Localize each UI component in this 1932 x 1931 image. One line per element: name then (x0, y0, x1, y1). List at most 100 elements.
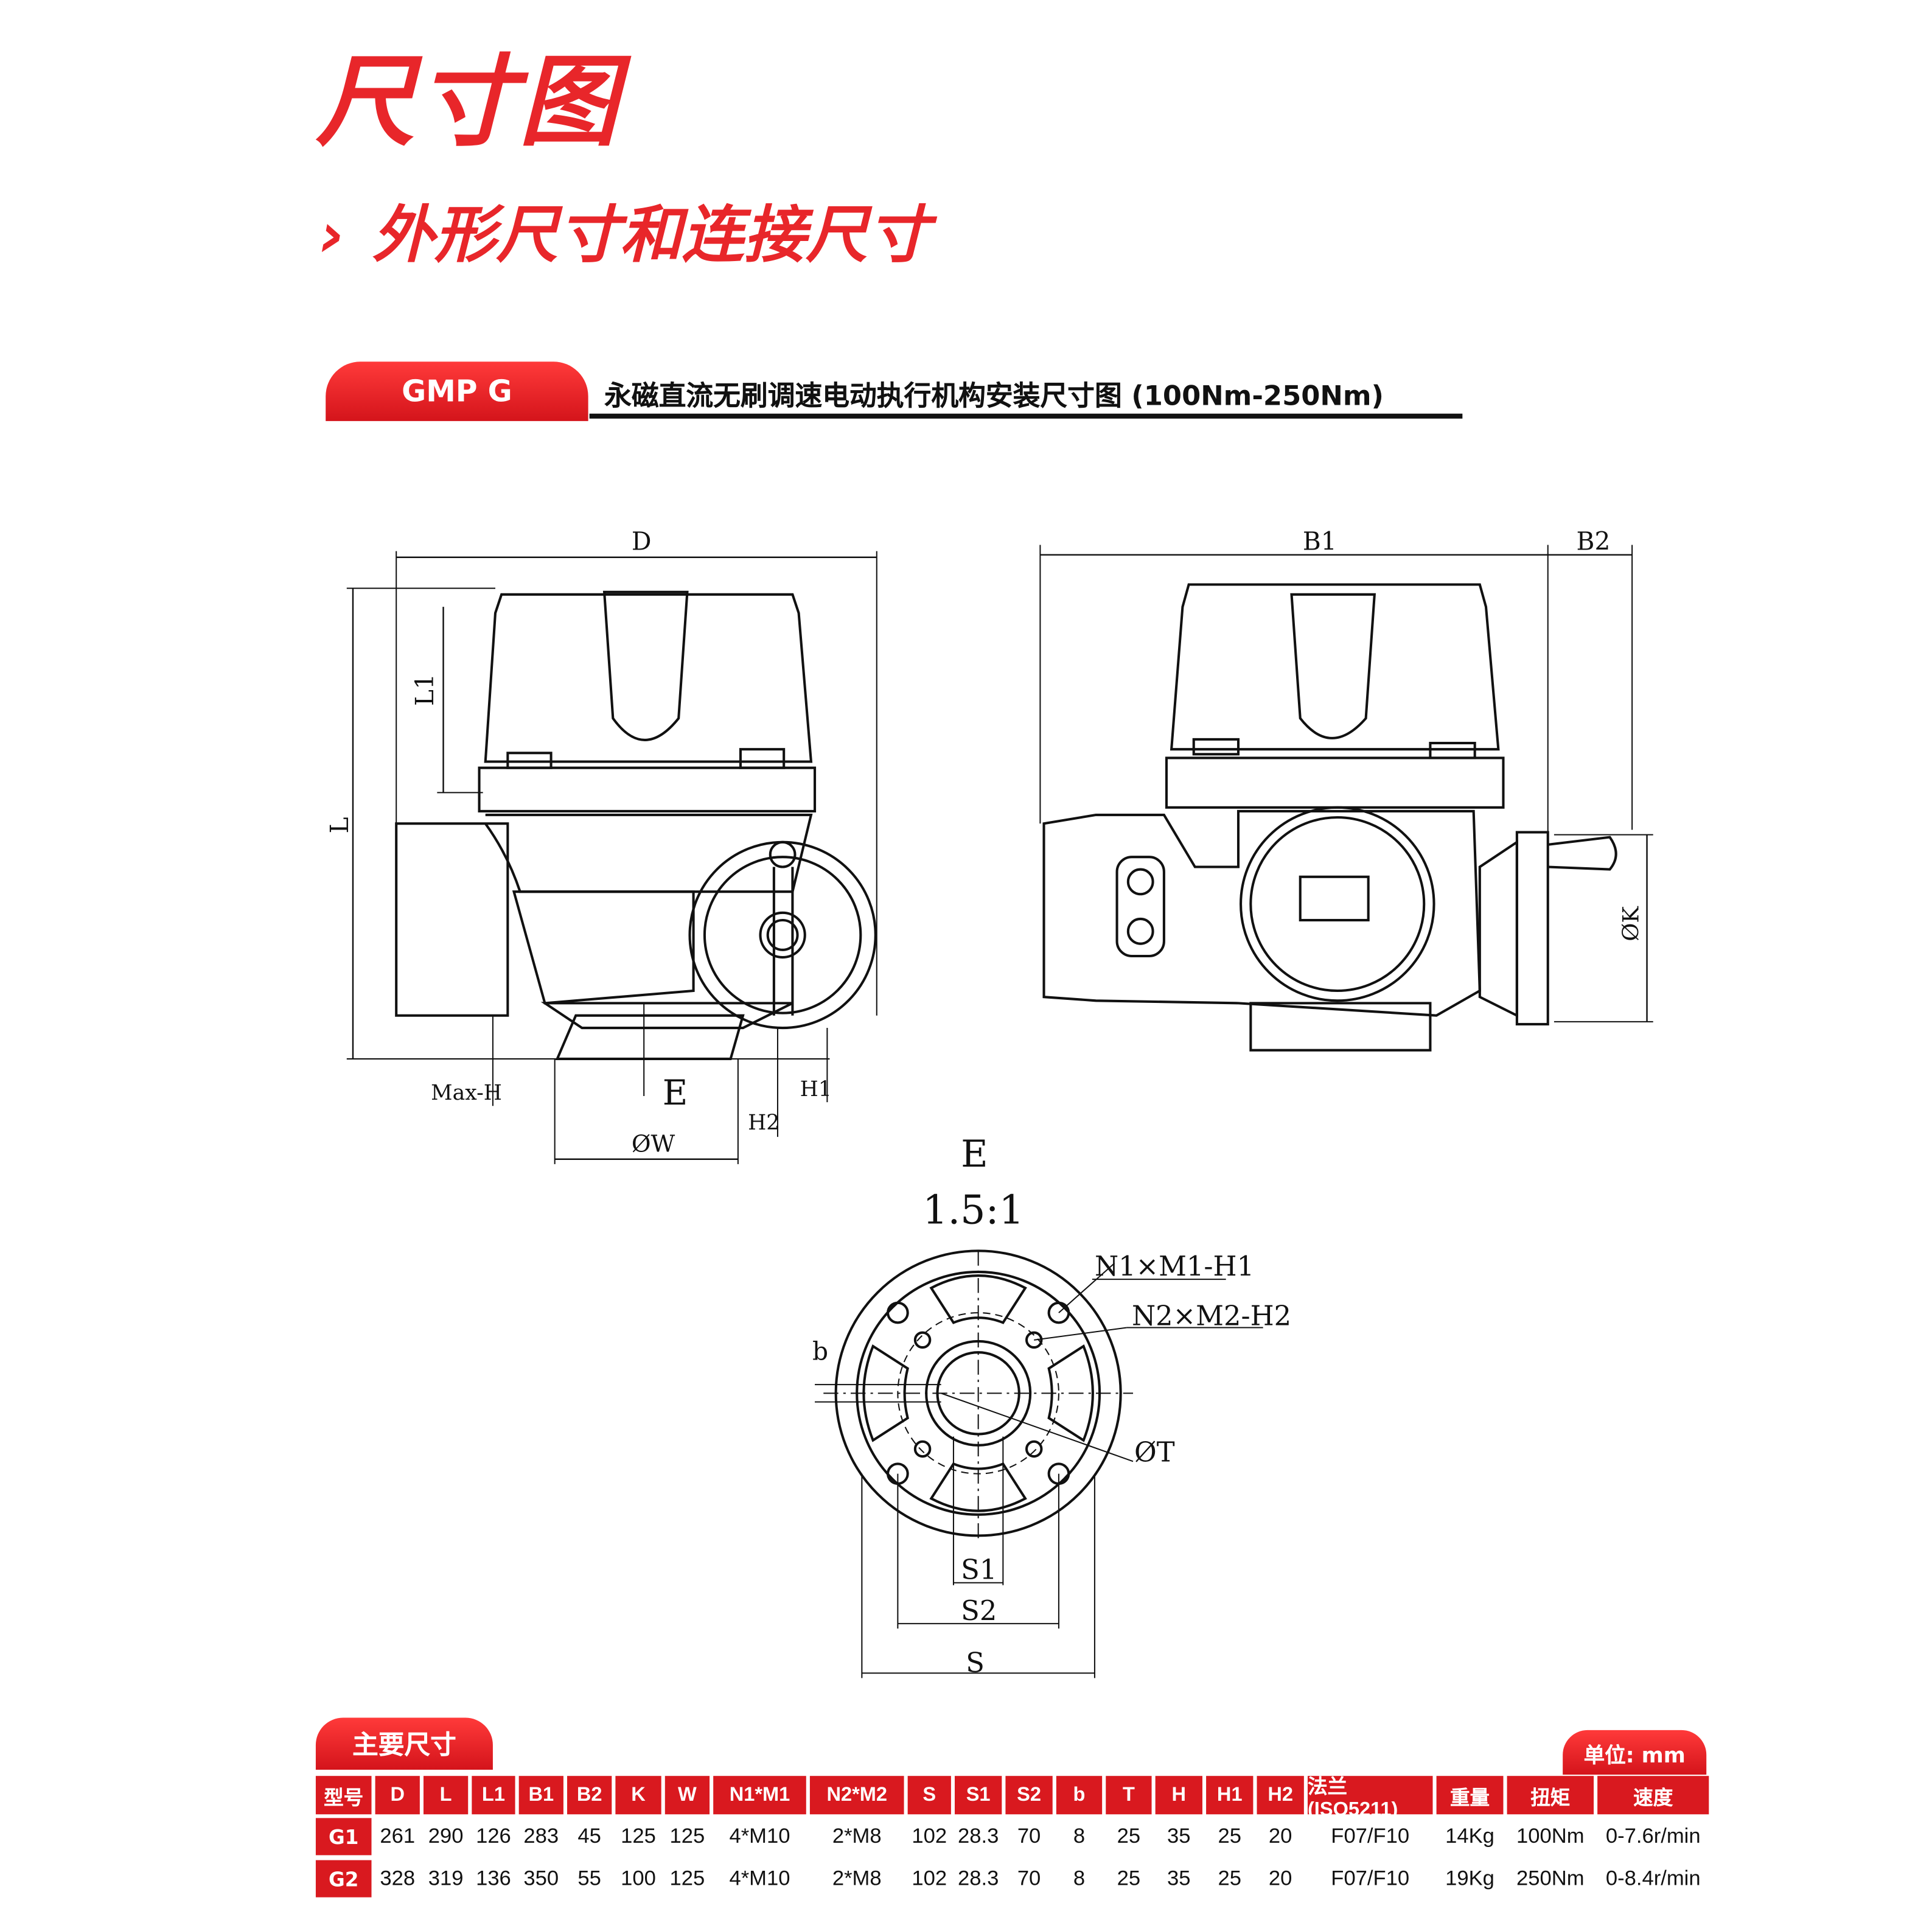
table-cell: 8 (1073, 1824, 1086, 1848)
table-cell: 25 (1218, 1866, 1241, 1890)
label-n2-m2-h2: N2×M2-H2 (1132, 1299, 1291, 1332)
table-cell: 0-8.4r/min (1605, 1866, 1701, 1890)
table-cell: 261 (380, 1824, 416, 1848)
table-cell: 4*M10 (729, 1824, 790, 1848)
drawing-caption: 永磁直流无刷调速电动执行机构安装尺寸图 (100Nm-250Nm) (604, 381, 1384, 413)
column-header: S1 (954, 1776, 1002, 1815)
dim-label-b1: B1 (1303, 527, 1337, 556)
table-title: 主要尺寸 (315, 1717, 493, 1770)
column-header: T (1106, 1776, 1152, 1815)
unit-label: 单位: mm (1563, 1730, 1707, 1775)
table-cell: 290 (428, 1824, 464, 1848)
table-cell: 19Kg (1445, 1866, 1494, 1890)
table-cell: 100 (621, 1866, 656, 1890)
table-cell: 8 (1073, 1866, 1086, 1890)
dim-label-e: E (663, 1073, 688, 1113)
table-cell: 70 (1017, 1866, 1041, 1890)
table-cell: 28.3 (957, 1866, 999, 1890)
table-cell: 70 (1017, 1824, 1041, 1848)
column-header: 扭矩 (1507, 1776, 1594, 1815)
dim-label-s: S (966, 1646, 985, 1678)
table-cell: 25 (1218, 1824, 1241, 1848)
table-cell: 28.3 (957, 1824, 999, 1848)
flange-view: E 1.5:1 N1×M1-H1 N2×M2-H2 b ØT S1 (812, 1133, 1291, 1678)
dim-label-max-h: Max-H (431, 1081, 502, 1105)
column-header: B2 (567, 1776, 612, 1815)
label-n1-m1-h1: N1×M1-H1 (1095, 1250, 1254, 1282)
table-cell: F07/F10 (1331, 1866, 1410, 1890)
table-cell: 136 (476, 1866, 511, 1890)
dim-label-s2: S2 (961, 1594, 997, 1627)
column-header: 型号 (315, 1776, 372, 1815)
dim-label-s1: S1 (961, 1554, 997, 1586)
dim-label-h1: H1 (800, 1077, 832, 1102)
column-header: 速度 (1597, 1776, 1709, 1815)
table-cell: 126 (476, 1824, 511, 1848)
column-header: N1*M1 (713, 1776, 806, 1815)
dim-label-w: ØW (632, 1131, 675, 1158)
table-cell: F07/F10 (1331, 1824, 1410, 1848)
table-cell: 25 (1117, 1866, 1141, 1890)
dim-label-l1: L1 (410, 674, 439, 706)
front-view: D L L1 Max-H E ØW H2 H1 (325, 527, 877, 1164)
dim-label-k: ØK (1617, 906, 1644, 941)
column-header: H2 (1257, 1776, 1304, 1815)
model-cell: G1 (315, 1818, 372, 1856)
column-header: B1 (518, 1776, 563, 1815)
model-cell: G2 (315, 1860, 372, 1898)
subtitle-text: 外形尺寸和连接尺寸 (372, 199, 930, 271)
table-cell: 2*M8 (832, 1824, 882, 1848)
dim-label-h2: H2 (748, 1111, 779, 1135)
column-header: N2*M2 (809, 1776, 904, 1815)
table-cell: 55 (577, 1866, 601, 1890)
table-cell: 0-7.6r/min (1605, 1824, 1701, 1848)
column-header: L (423, 1776, 469, 1815)
column-header: S (907, 1776, 951, 1815)
table-cell: 350 (523, 1866, 559, 1890)
table-cell: 35 (1167, 1866, 1191, 1890)
section-subtitle: › 外形尺寸和连接尺寸 (319, 186, 929, 275)
column-header: W (664, 1776, 710, 1815)
page-title: 尺寸图 (315, 44, 621, 160)
flange-scale: 1.5:1 (922, 1188, 1024, 1234)
table-cell: 125 (621, 1824, 656, 1848)
dim-label-d: D (632, 527, 652, 556)
chevron-right-icon: › (319, 199, 345, 271)
dim-label-l: L (325, 817, 354, 834)
column-header: H (1155, 1776, 1202, 1815)
flange-view-title: E (961, 1133, 988, 1176)
caption-underline (589, 413, 1463, 419)
table-cell: 4*M10 (729, 1866, 790, 1890)
column-header: b (1056, 1776, 1103, 1815)
column-header: 法兰(ISO5211) (1307, 1776, 1433, 1820)
table-cell: 102 (912, 1866, 947, 1890)
table-cell: 125 (669, 1824, 705, 1848)
table-cell: 319 (428, 1866, 464, 1890)
dim-label-t: ØT (1134, 1436, 1175, 1468)
column-header: D (375, 1776, 420, 1815)
table-cell: 20 (1268, 1824, 1292, 1848)
side-view: B1 B2 ØK (1039, 527, 1653, 1052)
table-cell: 102 (912, 1824, 947, 1848)
column-header: H1 (1206, 1776, 1254, 1815)
table-cell: 100Nm (1516, 1824, 1585, 1848)
table-cell: 2*M8 (832, 1866, 882, 1890)
table-cell: 20 (1268, 1866, 1292, 1890)
table-cell: 45 (577, 1824, 601, 1848)
dim-label-b: b (812, 1336, 828, 1366)
table-cell: 35 (1167, 1824, 1191, 1848)
column-header: L1 (472, 1776, 515, 1815)
table-cell: 250Nm (1516, 1866, 1585, 1890)
table-cell: 14Kg (1445, 1824, 1494, 1848)
table-cell: 25 (1117, 1824, 1141, 1848)
model-badge: GMP G (326, 361, 588, 421)
column-header: S2 (1005, 1776, 1053, 1815)
column-header: K (615, 1776, 661, 1815)
table-cell: 328 (380, 1866, 416, 1890)
dim-label-b2: B2 (1577, 527, 1611, 556)
